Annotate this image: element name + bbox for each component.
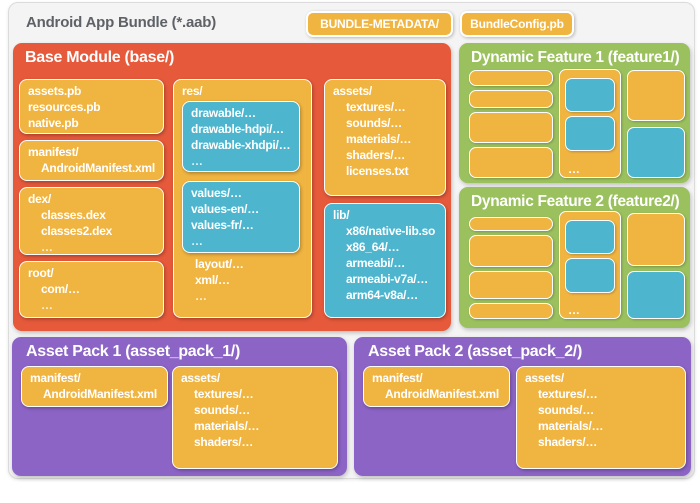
placeholder-box <box>469 147 553 178</box>
file-label: AndroidManifest.xml <box>43 387 157 401</box>
base-module-title: Base Module (base/) <box>25 49 175 66</box>
dir-label: values-fr/… <box>191 218 254 232</box>
dir-label: shaders/… <box>346 148 406 162</box>
placeholder-box <box>469 271 553 299</box>
asset-pack-1-container: Asset Pack 1 (asset_pack_1/) manifest/ A… <box>12 337 347 476</box>
pb-files-box: assets.pb resources.pb native.pb <box>19 79 164 134</box>
asset-pack-2-title: Asset Pack 2 (asset_pack_2/) <box>368 343 582 360</box>
dir-label: drawable/… <box>191 106 256 120</box>
manifest-box: manifest/ AndroidManifest.xml <box>363 366 510 407</box>
file-label: AndroidManifest.xml <box>41 161 155 175</box>
res-extra-dirs: layout/… xml/… … <box>182 256 244 304</box>
ellipsis-label: … <box>191 234 203 248</box>
manifest-box: manifest/ AndroidManifest.xml <box>21 366 168 407</box>
ellipsis-label: … <box>568 162 580 176</box>
bundle-config-box: BundleConfig.pb <box>460 11 574 37</box>
dir-label: assets/ <box>181 371 220 385</box>
dir-label: dex/ <box>28 192 52 206</box>
dynamic-feature-2-title: Dynamic Feature 2 (feature2/) <box>471 193 680 210</box>
dir-label: manifest/ <box>28 145 79 159</box>
placeholder-box <box>627 213 685 266</box>
dir-label: drawable-xhdpi/… <box>191 138 291 152</box>
dir-label: sounds/… <box>194 403 251 417</box>
dir-label: assets/ <box>333 84 372 98</box>
file-label: licenses.txt <box>346 164 409 178</box>
manifest-box: manifest/ AndroidManifest.xml <box>19 140 164 181</box>
dir-label: layout/… <box>195 257 244 271</box>
placeholder-box <box>565 220 615 254</box>
page-title: Android App Bundle (*.aab) <box>26 14 217 31</box>
dir-label: materials/… <box>346 132 412 146</box>
placeholder-box <box>469 90 553 108</box>
dir-label: textures/… <box>346 100 406 114</box>
dynamic-feature-1-title: Dynamic Feature 1 (feature1/) <box>471 49 680 66</box>
ellipsis-label: … <box>195 289 207 303</box>
dir-label: xml/… <box>195 273 230 287</box>
file-label: classes2.dex <box>41 224 113 238</box>
dynamic-feature-1-container: Dynamic Feature 1 (feature1/) … <box>459 43 690 183</box>
drawable-box: drawable/… drawable-hdpi/… drawable-xhdp… <box>182 101 300 172</box>
dir-label: materials/… <box>194 419 260 433</box>
ellipsis-label: … <box>41 240 53 254</box>
dir-label: assets/ <box>525 371 564 385</box>
dir-label: values-en/… <box>191 202 259 216</box>
dir-label: shaders/… <box>194 435 254 449</box>
file-label: x86/native-lib.so <box>346 224 436 238</box>
dir-label: shaders/… <box>538 435 598 449</box>
file-label: AndroidManifest.xml <box>385 387 499 401</box>
dir-label: lib/ <box>333 208 350 222</box>
file-label: resources.pb <box>28 100 101 114</box>
asset-pack-1-title: Asset Pack 1 (asset_pack_1/) <box>26 343 240 360</box>
dir-label: com/… <box>41 282 80 296</box>
placeholder-box <box>565 258 615 293</box>
placeholder-box <box>469 112 553 143</box>
res-box: res/ drawable/… drawable-hdpi/… drawable… <box>173 79 312 318</box>
file-label: native.pb <box>28 116 79 130</box>
dex-box: dex/ classes.dex classes2.dex … <box>19 187 164 255</box>
placeholder-group-box: … <box>559 69 621 178</box>
placeholder-box <box>627 70 685 121</box>
placeholder-box <box>565 78 615 112</box>
dir-label: manifest/ <box>30 371 81 385</box>
app-bundle-card: Android App Bundle (*.aab) BUNDLE-METADA… <box>8 2 695 479</box>
placeholder-box <box>627 271 685 319</box>
placeholder-box <box>469 217 553 231</box>
asset-pack-2-container: Asset Pack 2 (asset_pack_2/) manifest/ A… <box>354 337 691 476</box>
placeholder-box <box>469 303 553 319</box>
dir-label: sounds/… <box>346 116 403 130</box>
ellipsis-label: … <box>191 154 203 168</box>
placeholder-group-box: … <box>559 211 621 319</box>
base-assets-box: assets/ textures/… sounds/… materials/… … <box>324 79 446 196</box>
placeholder-box <box>565 116 615 151</box>
file-label: assets.pb <box>28 84 82 98</box>
placeholder-box <box>469 70 553 86</box>
dir-label: values/… <box>191 186 242 200</box>
lib-box: lib/ x86/native-lib.so x86_64/… armeabi/… <box>324 203 446 318</box>
dir-label: textures/… <box>538 387 598 401</box>
dir-label: materials/… <box>538 419 604 433</box>
ellipsis-label: … <box>568 303 580 317</box>
assets-box: assets/ textures/… sounds/… materials/… … <box>516 366 686 469</box>
file-label: classes.dex <box>41 208 106 222</box>
root-box: root/ com/… … <box>19 261 164 318</box>
dir-label: drawable-hdpi/… <box>191 122 284 136</box>
bundle-metadata-box: BUNDLE-METADATA/ <box>306 11 453 37</box>
base-module-container: Base Module (base/) assets.pb resources.… <box>13 43 451 331</box>
placeholder-box <box>469 235 553 267</box>
placeholder-box <box>627 127 685 178</box>
dir-label: armeabi-v7a/… <box>346 272 429 286</box>
dir-label: root/ <box>28 266 54 280</box>
dir-label: arm64-v8a/… <box>346 288 418 302</box>
dir-label: sounds/… <box>538 403 595 417</box>
values-box: values/… values-en/… values-fr/… … <box>182 181 300 253</box>
dir-label: x86_64/… <box>346 240 400 254</box>
dir-label: manifest/ <box>372 371 423 385</box>
dir-label: res/ <box>182 84 203 98</box>
assets-box: assets/ textures/… sounds/… materials/… … <box>172 366 338 469</box>
dir-label: armeabi/… <box>346 256 406 270</box>
dynamic-feature-2-container: Dynamic Feature 2 (feature2/) … <box>459 187 690 328</box>
dir-label: textures/… <box>194 387 254 401</box>
ellipsis-label: … <box>41 298 53 312</box>
